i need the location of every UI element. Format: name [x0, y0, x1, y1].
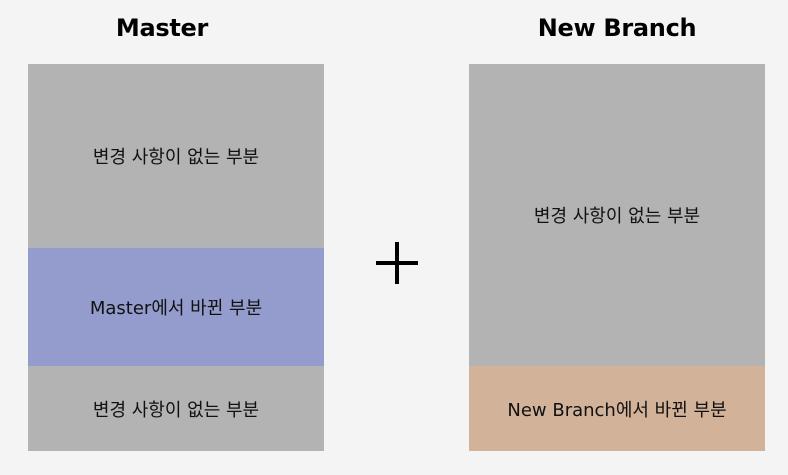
master-changed-label: Master에서 바뀐 부분 — [89, 298, 263, 319]
master-unchanged-bottom-label: 변경 사항이 없는 부분 — [92, 399, 260, 421]
master-title: Master — [115, 14, 209, 42]
master-unchanged-top: 변경 사항이 없는 부분 — [28, 64, 324, 248]
branch-unchanged-block: 변경 사항이 없는 부분 — [469, 64, 765, 366]
branch-changed-block: New Branch에서 바뀐 부분 — [469, 366, 765, 451]
master-changed-block: Master에서 바뀐 부분 — [28, 248, 324, 366]
new-branch-column: 변경 사항이 없는 부분 New Branch에서 바뀐 부분 — [469, 64, 765, 451]
master-column: 변경 사항이 없는 부분 Master에서 바뀐 부분 변경 사항이 없는 부분 — [28, 64, 324, 451]
branch-changed-label: New Branch에서 바뀐 부분 — [507, 399, 727, 421]
branch-unchanged-label: 변경 사항이 없는 부분 — [533, 206, 701, 227]
plus-icon — [376, 242, 418, 284]
master-unchanged-top-label: 변경 사항이 없는 부분 — [92, 147, 260, 168]
new-branch-title: New Branch — [537, 14, 697, 42]
master-unchanged-bottom: 변경 사항이 없는 부분 — [28, 366, 324, 451]
